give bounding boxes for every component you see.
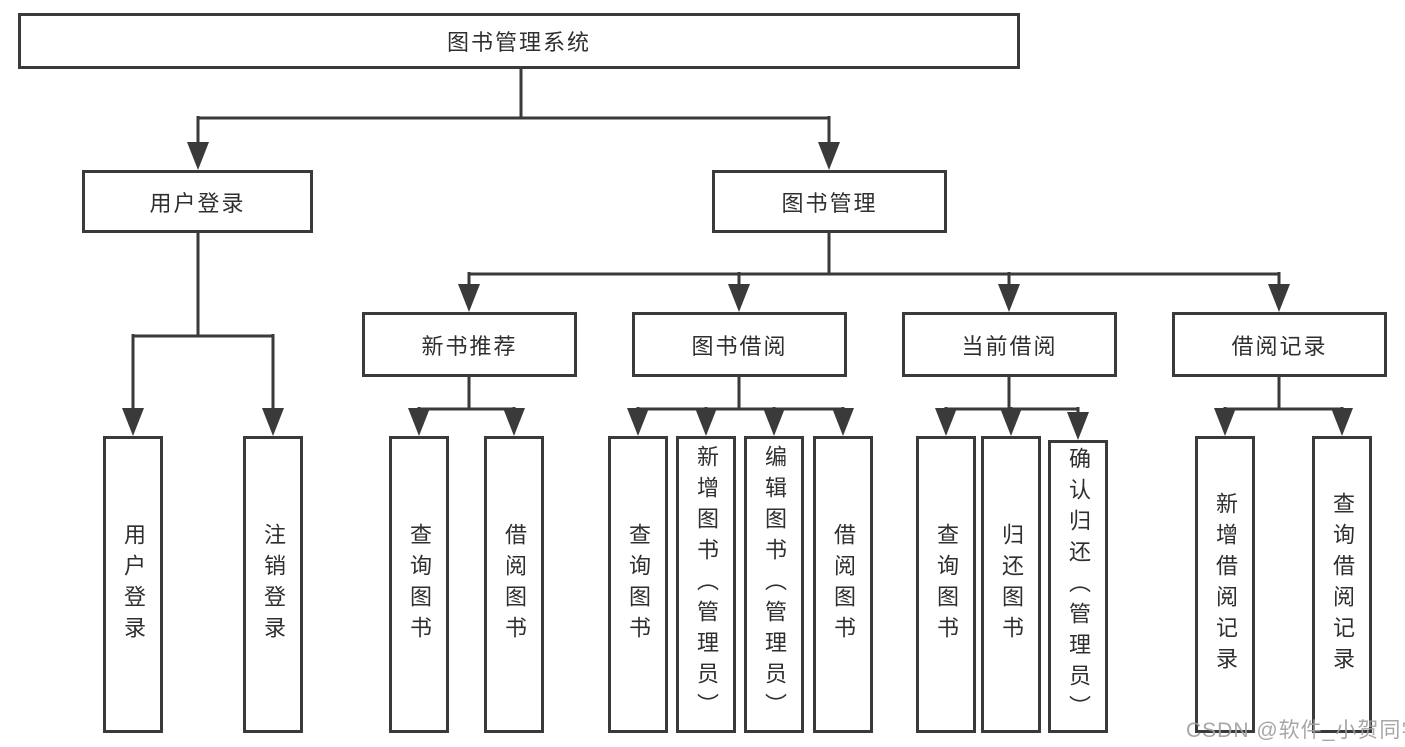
leaf-query-books-recommend: 查询图书: [389, 436, 449, 733]
node-label: 借阅图书: [831, 522, 856, 647]
node-label: 查询图书: [407, 522, 432, 647]
node-label: 新增借阅记录: [1213, 491, 1238, 678]
node-label: 编辑图书（管理员）: [762, 445, 787, 724]
arrowheads: [122, 142, 1353, 440]
node-label: 注销登录: [261, 522, 286, 647]
node-book-management: 图书管理: [712, 170, 947, 233]
leaf-edit-books-admin: 编辑图书（管理员）: [744, 436, 804, 733]
leaf-borrow-books-recommend: 借阅图书: [484, 436, 544, 733]
leaf-user-login: 用户登录: [103, 436, 163, 733]
connector-stems: [131, 67, 1344, 414]
node-label: 用户登录: [121, 522, 146, 647]
leaf-query-borrow-record: 查询借阅记录: [1312, 436, 1372, 733]
leaf-query-books-current: 查询图书: [916, 436, 976, 733]
leaf-logout: 注销登录: [243, 436, 303, 733]
node-new-book-recommend: 新书推荐: [362, 312, 577, 377]
csdn-watermark: CSDN @软件_小贺同学: [1186, 719, 1405, 742]
node-book-borrow: 图书借阅: [632, 312, 847, 377]
node-current-borrow: 当前借阅: [902, 312, 1117, 377]
leaf-query-books-borrow: 查询图书: [608, 436, 668, 733]
node-label: 借阅图书: [502, 522, 527, 647]
node-label: 借阅记录: [1231, 333, 1328, 359]
node-label: 查询图书: [934, 522, 959, 647]
node-label: 当前借阅: [961, 333, 1058, 359]
node-label: 图书管理: [781, 190, 878, 216]
leaf-add-books-admin: 新增图书（管理员）: [676, 436, 736, 733]
node-user-login: 用户登录: [82, 170, 313, 233]
node-label: 查询图书: [626, 522, 651, 647]
node-label: 归还图书: [999, 522, 1024, 647]
leaf-borrow-books: 借阅图书: [813, 436, 873, 733]
node-library-management-system: 图书管理系统: [18, 13, 1020, 69]
node-label: 图书管理系统: [446, 30, 591, 55]
node-label: 用户登录: [149, 190, 246, 216]
node-label: 新增图书（管理员）: [694, 445, 719, 724]
leaf-confirm-return-admin: 确认归还（管理员）: [1048, 440, 1108, 733]
node-label: 确认归还（管理员）: [1066, 447, 1091, 726]
leaf-add-borrow-record: 新增借阅记录: [1195, 436, 1255, 733]
node-label: 新书推荐: [421, 333, 518, 359]
node-label: 查询借阅记录: [1330, 491, 1355, 678]
node-label: 图书借阅: [691, 333, 788, 359]
node-borrow-records: 借阅记录: [1172, 312, 1387, 377]
leaf-return-books: 归还图书: [981, 436, 1041, 733]
